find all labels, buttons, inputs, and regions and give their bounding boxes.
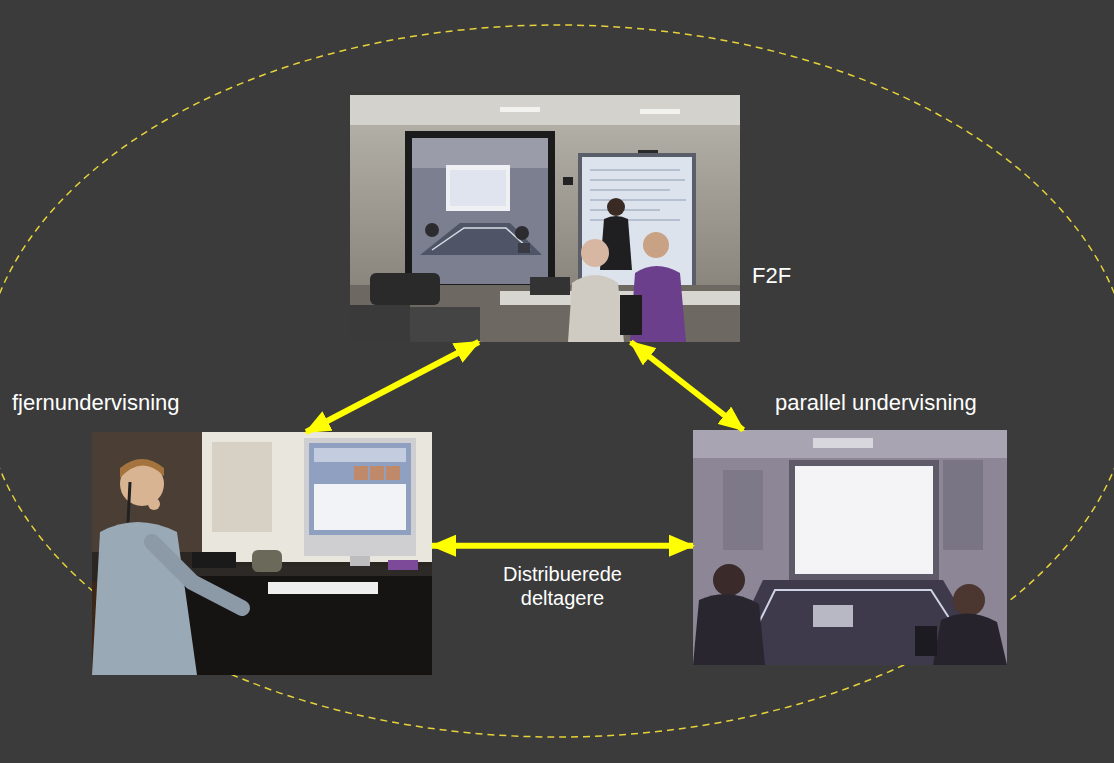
photo-node: fjernundervisning: [92, 432, 432, 675]
mode-label: parallel undervisning: [775, 390, 977, 415]
photo-node: F2F: [350, 95, 740, 342]
classroom-photo: [350, 95, 740, 342]
double-arrow: [631, 342, 743, 430]
double-arrow: [306, 342, 479, 432]
mode-label: fjernundervisning: [12, 390, 180, 415]
double-arrow: [432, 543, 693, 549]
remote-classroom-photo: [693, 430, 1007, 665]
photo-node: parallel undervisning: [693, 430, 1007, 665]
edge-label: Distribuerede deltagere: [488, 562, 638, 610]
mode-label: F2F: [752, 263, 791, 288]
remote-student-photo: [92, 432, 432, 675]
